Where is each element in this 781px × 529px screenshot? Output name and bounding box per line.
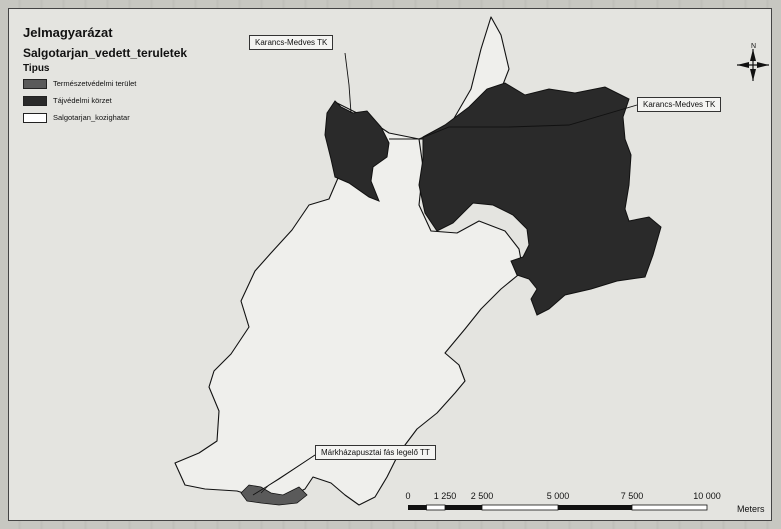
leader-line-karancs-left [344,52,352,114]
legend-swatch-protected-landscape [23,95,47,106]
protected-landscape-east [418,82,662,316]
nature-reserve-markhaz [240,484,308,506]
scale-bar: 0 1 250 2 500 5 000 7 500 10 000 Meters [402,491,771,517]
map-canvas [174,16,662,506]
north-arrow-icon: N [737,43,769,81]
callout-karancs-left: Karancs-Medves TK [249,35,334,50]
scale-bar-graphic [408,504,708,511]
scale-tick-label: 7 500 [620,491,644,501]
callout-karancs-right: Karancs-Medves TK [637,97,722,112]
municipal-boundary [174,102,524,506]
legend-layer-name: Salgotarjan_vedett_teruletek [23,46,188,60]
legend-swatch-boundary [23,112,47,123]
legend-item: Salgotarjan_kozighatar [23,111,263,124]
scale-tick-label: 0 [405,491,411,501]
legend-item-label: Salgotarjan_kozighatar [53,113,130,122]
legend-field-name: Tipus [23,63,50,74]
scale-tick-label: 10 000 [693,491,721,501]
legend-heading: Jelmagyarázat [23,25,113,40]
map-frame: Jelmagyarázat Salgotarjan_vedett_terulet… [8,8,772,521]
legend-item-label: Természetvédelmi terület [53,79,137,88]
legend-item: Természetvédelmi terület [23,77,263,90]
scale-tick-label: 5 000 [546,491,570,501]
legend-item-label: Tájvédelmi körzet [53,96,112,105]
scale-tick-label: 2 500 [470,491,494,501]
legend-swatch-nature-reserve [23,78,47,89]
legend: Jelmagyarázat Salgotarjan_vedett_terulet… [23,25,263,128]
callout-markhaz: Márkházapusztai fás legelő TT [315,445,436,460]
legend-item: Tájvédelmi körzet [23,94,263,107]
protected-landscape-west [324,100,390,202]
scale-tick-label: 1 250 [433,491,457,501]
leader-line-markhaz-2 [260,454,316,494]
north-label: N [751,43,756,50]
scale-units: Meters [737,504,765,514]
leader-line-karancs-right [389,104,638,140]
